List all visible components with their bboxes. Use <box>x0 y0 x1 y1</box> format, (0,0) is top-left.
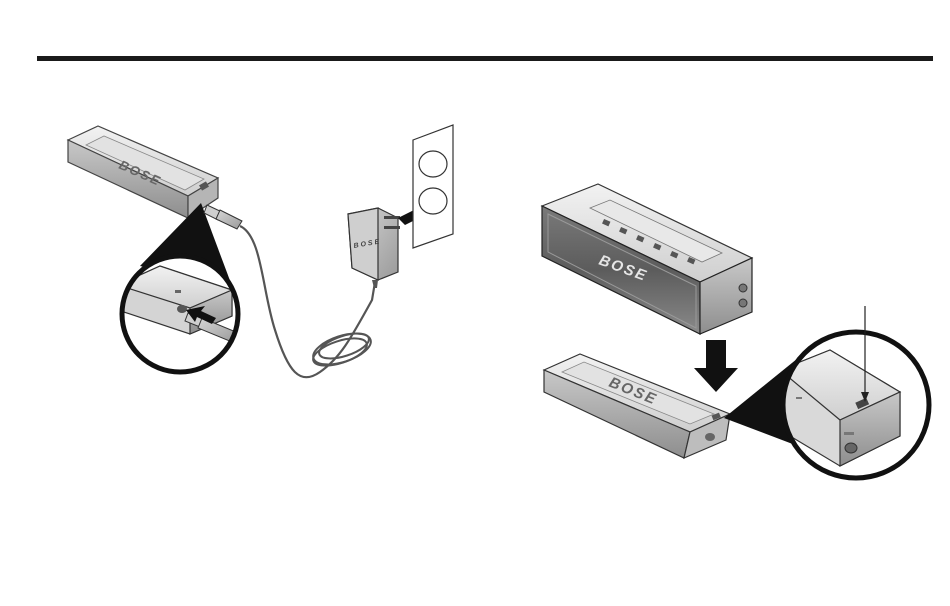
power-adapter: BOSE <box>348 208 400 288</box>
wall-outlet <box>413 125 453 248</box>
cable-plug-left <box>204 205 242 229</box>
magnifier-circle-left <box>118 256 238 372</box>
speaker: BOSE <box>542 184 752 334</box>
charging-cradle-left: BOSE <box>68 126 218 218</box>
magnifier-circle-right <box>780 332 929 478</box>
place-on-cradle-arrow <box>694 340 738 392</box>
